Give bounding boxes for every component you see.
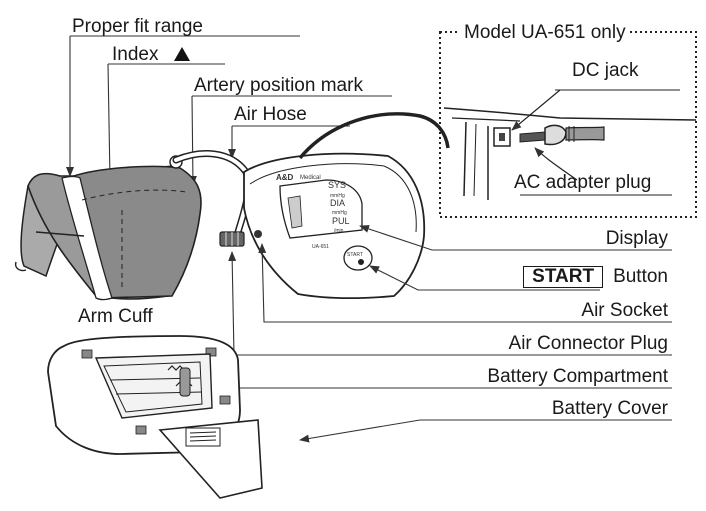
battery-base xyxy=(47,335,263,499)
start-key-text: START xyxy=(347,252,363,258)
label-display: Display xyxy=(605,228,668,249)
label-battery-compartment: Battery Compartment xyxy=(487,366,668,387)
brand-sub: Medical xyxy=(300,175,321,181)
label-ac-adapter-plug: AC adapter plug xyxy=(514,172,652,193)
arm-cuff xyxy=(14,155,202,301)
label-battery-cover: Battery Cover xyxy=(551,398,668,419)
brand-logo: A&D xyxy=(276,173,294,182)
label-index-text: Index xyxy=(112,44,159,65)
monitor-device: A&D Medical SYS mmHg DIA mmHg PUL /min. … xyxy=(243,112,450,300)
label-dc-jack: DC jack xyxy=(572,60,639,81)
model-text: UA-651 xyxy=(312,244,329,250)
sys-unit: mmHg xyxy=(330,193,345,199)
dia-unit: mmHg xyxy=(332,210,347,216)
label-air-hose: Air Hose xyxy=(234,104,307,125)
label-air-socket: Air Socket xyxy=(581,300,668,321)
dc-jack-inset xyxy=(443,89,697,200)
sys-label: SYS xyxy=(328,180,346,190)
index-triangle-icon xyxy=(173,47,190,61)
pul-unit: /min. xyxy=(334,228,345,234)
dia-label: DIA xyxy=(330,198,345,208)
label-index: Index xyxy=(112,44,190,66)
label-air-connector-plug: Air Connector Plug xyxy=(508,333,668,354)
label-proper-fit-range: Proper fit range xyxy=(72,16,203,37)
label-arm-cuff: Arm Cuff xyxy=(78,306,153,327)
label-artery-position-mark: Artery position mark xyxy=(194,75,363,96)
start-key-box: START xyxy=(523,266,604,288)
label-button-text: Button xyxy=(613,266,668,287)
label-model-only: Model UA-651 only xyxy=(460,22,630,44)
pul-label: PUL xyxy=(332,216,350,226)
label-start-button: START Button xyxy=(523,266,668,288)
right-leaders xyxy=(199,225,672,443)
